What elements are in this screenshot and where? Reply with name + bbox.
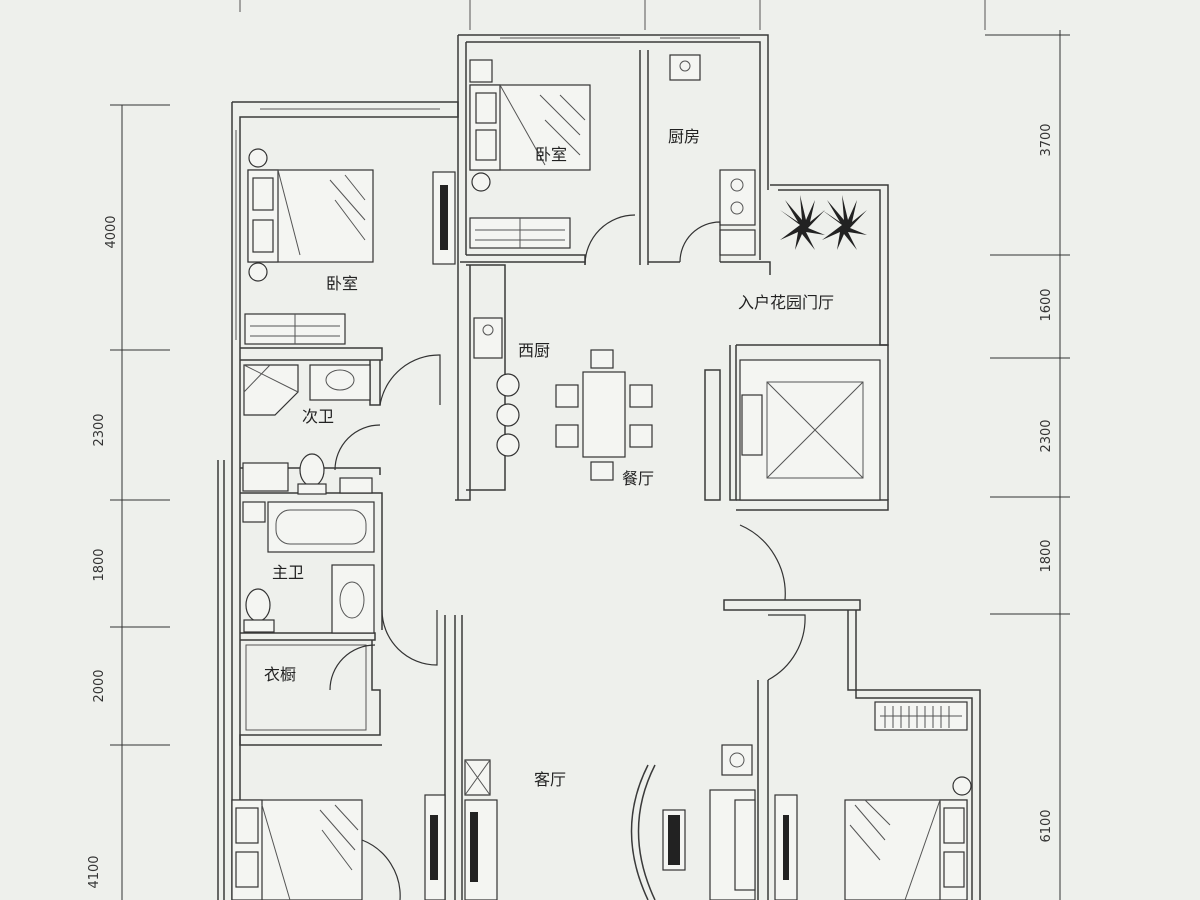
kitchen-fixtures xyxy=(669,54,756,256)
room-label-bedroom-left: 卧室 xyxy=(326,274,358,293)
second-bath-fixtures xyxy=(242,364,373,495)
dim-right-5: 6100 xyxy=(1039,809,1054,842)
west-kitchen-fixtures xyxy=(473,317,520,457)
dim-right-1: 3700 xyxy=(1039,123,1054,156)
right-dimension-line xyxy=(985,30,1070,900)
dim-left-5: 4100 xyxy=(87,855,102,888)
closet-fixtures xyxy=(245,644,367,731)
dim-left-2: 2300 xyxy=(92,413,107,446)
dim-right-3: 2300 xyxy=(1039,419,1054,452)
room-label-bedroom-top: 卧室 xyxy=(535,145,567,164)
elevator-shaft xyxy=(739,359,881,501)
living-room-furniture xyxy=(424,744,798,900)
bed-bottom-left xyxy=(231,799,363,900)
bed-top xyxy=(469,59,591,249)
doors xyxy=(329,214,806,900)
room-label-west-kitchen: 西厨 xyxy=(518,341,550,360)
room-label-closet: 衣橱 xyxy=(264,665,296,684)
room-label-second-bath: 次卫 xyxy=(302,407,334,426)
window-marks xyxy=(235,37,740,340)
dim-left-4: 2000 xyxy=(92,669,107,702)
plant-icon xyxy=(780,195,867,250)
room-label-living: 客厅 xyxy=(534,770,566,789)
dim-left-1: 4000 xyxy=(104,215,119,248)
dim-right-4: 1800 xyxy=(1039,539,1054,572)
dining-table xyxy=(555,349,653,481)
room-label-kitchen: 厨房 xyxy=(668,127,700,146)
bed-right xyxy=(844,701,972,900)
bed-left xyxy=(244,148,374,345)
master-bath-fixtures xyxy=(242,501,375,634)
room-label-master-bath: 主卫 xyxy=(272,563,304,582)
dim-right-2: 1600 xyxy=(1039,288,1054,321)
wardrobe-door xyxy=(440,185,448,250)
dim-left-3: 1800 xyxy=(92,548,107,581)
room-label-entry-garden: 入户花园门厅 xyxy=(738,293,834,312)
walls xyxy=(217,34,981,900)
room-label-dining: 餐厅 xyxy=(622,469,654,488)
left-dimension-line xyxy=(110,104,170,900)
